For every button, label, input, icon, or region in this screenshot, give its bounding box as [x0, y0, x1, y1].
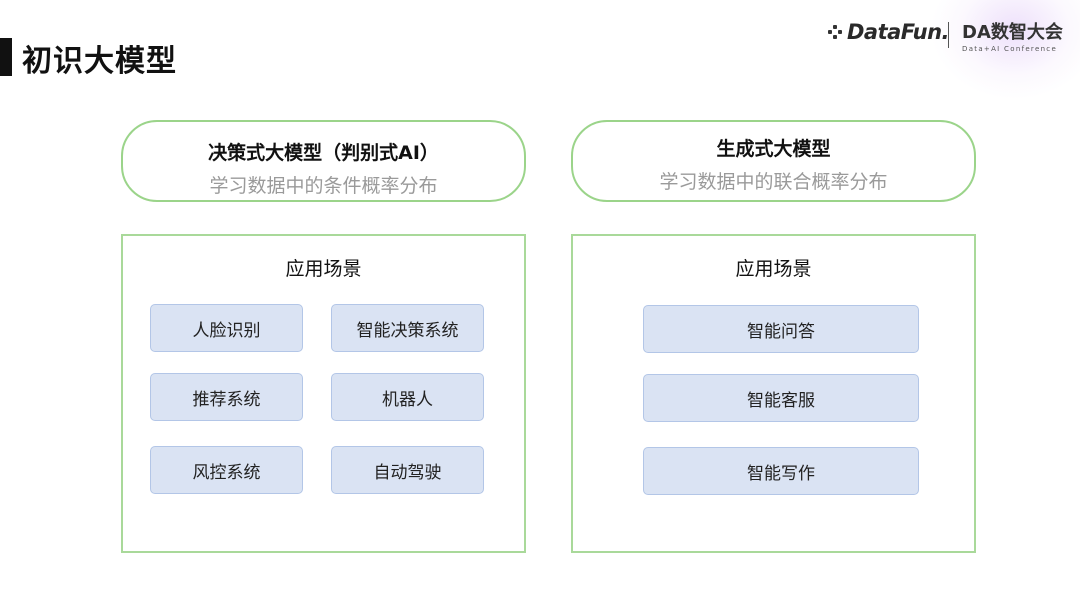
right-item-qa: 智能问答 [643, 305, 919, 353]
da-logo-text: DA数智大会 [962, 22, 1063, 43]
title-accent-bar [0, 38, 12, 76]
datafun-logo-text: DataFun. [847, 20, 950, 44]
left-item-face-recognition: 人脸识别 [150, 304, 303, 352]
right-header-pill: 生成式大模型 学习数据中的联合概率分布 [571, 120, 976, 202]
right-header-title: 生成式大模型 [716, 138, 831, 160]
right-scenarios-panel: 应用场景 智能问答 智能客服 智能写作 [571, 234, 976, 553]
left-item-recommendation: 推荐系统 [150, 373, 303, 421]
logo-divider [948, 22, 949, 48]
datafun-dots-icon [828, 24, 844, 40]
right-item-writing: 智能写作 [643, 447, 919, 495]
left-header-title: 决策式大模型（判别式AI） [208, 142, 439, 164]
left-scenarios-panel: 应用场景 人脸识别 智能决策系统 推荐系统 机器人 风控系统 自动驾驶 [121, 234, 526, 553]
right-item-customer-service: 智能客服 [643, 374, 919, 422]
right-header-subtitle: 学习数据中的联合概率分布 [659, 171, 888, 193]
da-logo-subtext: Data+AI Conference [962, 45, 1058, 53]
left-item-autonomous-driving: 自动驾驶 [331, 446, 484, 494]
left-header-subtitle: 学习数据中的条件概率分布 [209, 175, 438, 197]
datafun-logo: DataFun. [828, 20, 950, 44]
left-header-pill: 决策式大模型（判别式AI） 学习数据中的条件概率分布 [121, 120, 526, 202]
left-panel-title: 应用场景 [285, 258, 362, 280]
left-item-risk-control: 风控系统 [150, 446, 303, 494]
da-conference-logo: DA数智大会 Data+AI Conference [962, 18, 1063, 53]
slide-title: 初识大模型 [22, 44, 177, 79]
left-item-decision-system: 智能决策系统 [331, 304, 484, 352]
right-panel-title: 应用场景 [735, 258, 812, 280]
left-item-robot: 机器人 [331, 373, 484, 421]
